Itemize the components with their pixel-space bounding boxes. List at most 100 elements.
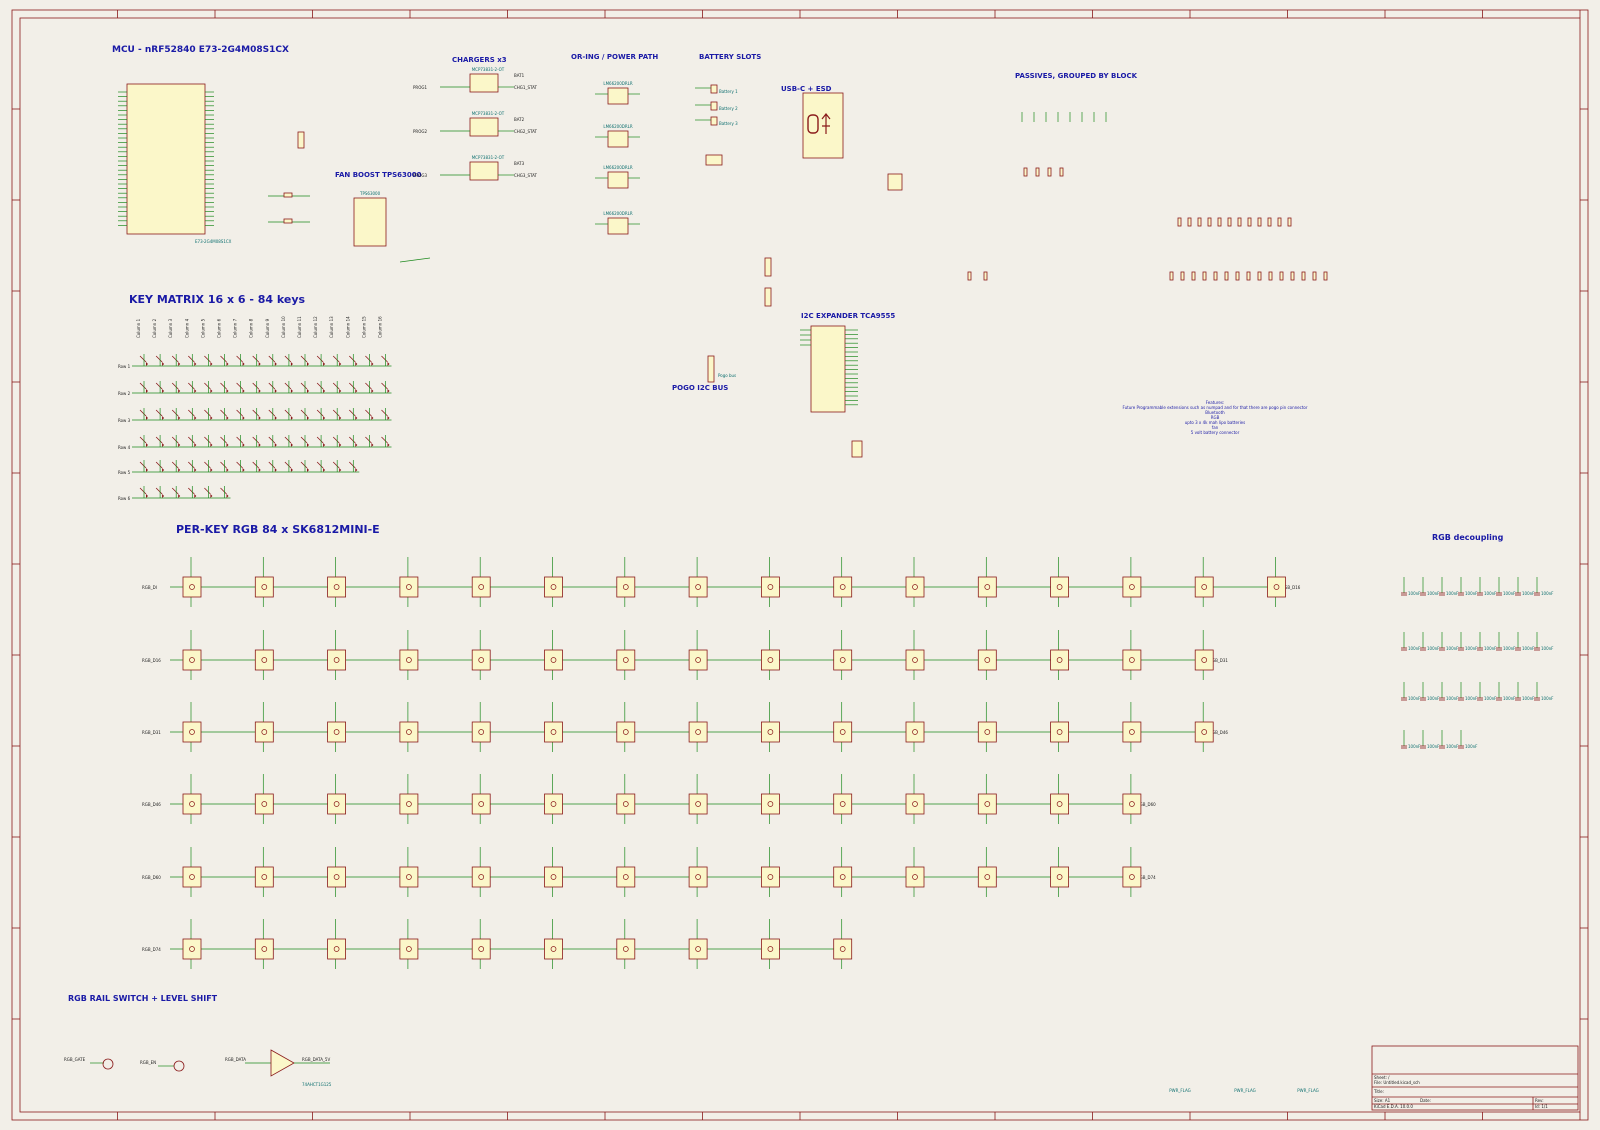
key-switch[interactable] xyxy=(188,460,197,472)
rgb-led[interactable] xyxy=(471,919,491,969)
rgb-led[interactable] xyxy=(1122,702,1142,752)
key-switch[interactable] xyxy=(316,408,326,420)
key-switch[interactable] xyxy=(284,354,293,366)
rgb-led[interactable] xyxy=(616,630,636,680)
decoupling-capacitor[interactable]: 100nF xyxy=(1401,730,1421,749)
key-switch[interactable] xyxy=(268,381,277,393)
rgb-led[interactable] xyxy=(833,557,853,607)
rgb-led[interactable] xyxy=(833,847,853,897)
rgb-led[interactable] xyxy=(1267,557,1286,607)
decoupling-capacitor[interactable]: 100nF xyxy=(1515,632,1535,651)
key-switch[interactable] xyxy=(220,408,229,420)
charger-ic[interactable] xyxy=(469,73,499,93)
key-switch[interactable] xyxy=(349,460,358,472)
esd-protection[interactable] xyxy=(887,173,903,191)
rgb-led[interactable] xyxy=(327,919,347,969)
key-switch[interactable] xyxy=(300,460,309,472)
key-switch[interactable] xyxy=(171,435,181,447)
rgb-led[interactable] xyxy=(471,630,491,680)
rgb-led[interactable] xyxy=(833,919,853,969)
decoupling-capacitor[interactable]: 100nF xyxy=(1420,632,1440,651)
passive-component[interactable] xyxy=(1217,217,1222,227)
passive-component[interactable] xyxy=(1290,271,1295,281)
key-switch[interactable] xyxy=(268,408,277,420)
rgb-led[interactable] xyxy=(688,919,708,969)
key-switch[interactable] xyxy=(284,381,293,393)
key-switch[interactable] xyxy=(268,435,277,447)
rgb-led[interactable] xyxy=(1122,847,1142,897)
key-switch[interactable] xyxy=(268,354,277,366)
decoupling-capacitor[interactable]: 100nF xyxy=(1439,577,1459,596)
key-switch[interactable] xyxy=(204,486,213,498)
key-switch[interactable] xyxy=(204,460,213,472)
passive-component[interactable] xyxy=(1227,217,1232,227)
key-switch[interactable] xyxy=(188,381,197,393)
key-switch[interactable] xyxy=(381,381,390,393)
fan-connector-2[interactable] xyxy=(764,287,772,307)
decoupling-capacitor[interactable]: 100nF xyxy=(1515,682,1535,701)
oring-ic[interactable] xyxy=(607,87,629,105)
rgb-led[interactable] xyxy=(399,774,419,824)
rgb-led[interactable] xyxy=(254,774,274,824)
key-switch[interactable] xyxy=(332,381,342,393)
passive-component[interactable] xyxy=(967,271,972,281)
decoupling-capacitor[interactable]: 100nF xyxy=(1496,632,1516,651)
key-switch[interactable] xyxy=(236,460,245,472)
key-switch[interactable] xyxy=(155,460,165,472)
key-switch[interactable] xyxy=(155,381,165,393)
key-switch[interactable] xyxy=(139,381,148,393)
key-switch[interactable] xyxy=(252,381,261,393)
mosfet-q-en[interactable] xyxy=(173,1060,185,1072)
rgb-led[interactable] xyxy=(544,702,563,752)
key-switch[interactable] xyxy=(204,408,213,420)
key-switch[interactable] xyxy=(155,435,165,447)
rgb-led[interactable] xyxy=(905,630,925,680)
key-switch[interactable] xyxy=(349,408,358,420)
key-switch[interactable] xyxy=(300,408,309,420)
key-switch[interactable] xyxy=(171,381,181,393)
key-switch[interactable] xyxy=(268,460,277,472)
rgb-led[interactable] xyxy=(761,702,780,752)
key-switch[interactable] xyxy=(332,460,342,472)
rgb-led[interactable] xyxy=(327,702,347,752)
key-switch[interactable] xyxy=(381,354,390,366)
key-switch[interactable] xyxy=(316,435,326,447)
key-switch[interactable] xyxy=(236,381,245,393)
key-switch[interactable] xyxy=(381,408,390,420)
passive-component[interactable] xyxy=(1246,271,1251,281)
key-switch[interactable] xyxy=(332,435,342,447)
battery-connector[interactable] xyxy=(710,101,718,111)
usb-c-connector[interactable] xyxy=(802,92,844,159)
rgb-led[interactable] xyxy=(905,702,925,752)
key-switch[interactable] xyxy=(220,486,229,498)
decoupling-capacitor[interactable]: 100nF xyxy=(1534,682,1554,701)
reset-switch[interactable] xyxy=(268,192,310,198)
rgb-led[interactable] xyxy=(761,774,780,824)
passive-component[interactable] xyxy=(983,271,988,281)
passive-resistor[interactable] xyxy=(1059,167,1064,177)
passive-component[interactable] xyxy=(1277,217,1282,227)
rgb-led[interactable] xyxy=(399,847,419,897)
rgb-led[interactable] xyxy=(977,630,997,680)
key-switch[interactable] xyxy=(236,408,245,420)
rgb-led[interactable] xyxy=(905,774,925,824)
rgb-led[interactable] xyxy=(688,630,708,680)
charger-ic[interactable] xyxy=(469,117,499,137)
decoupling-capacitor[interactable]: 100nF xyxy=(1477,577,1497,596)
rgb-led[interactable] xyxy=(544,774,563,824)
key-switch[interactable] xyxy=(188,354,197,366)
decoupling-capacitor[interactable]: 100nF xyxy=(1420,577,1440,596)
rgb-led[interactable] xyxy=(761,557,780,607)
decoupling-capacitor[interactable]: 100nF xyxy=(1401,577,1421,596)
rgb-led[interactable] xyxy=(544,847,563,897)
decoupling-capacitor[interactable]: 100nF xyxy=(1458,577,1478,596)
passive-component[interactable] xyxy=(1237,217,1242,227)
key-switch[interactable] xyxy=(365,381,374,393)
key-switch[interactable] xyxy=(252,354,261,366)
decoupling-capacitor[interactable]: 100nF xyxy=(1458,730,1478,749)
rgb-led[interactable] xyxy=(327,774,347,824)
key-switch[interactable] xyxy=(365,435,374,447)
rgb-led[interactable] xyxy=(182,774,202,824)
rgb-led[interactable] xyxy=(254,630,274,680)
rgb-led[interactable] xyxy=(1050,630,1069,680)
